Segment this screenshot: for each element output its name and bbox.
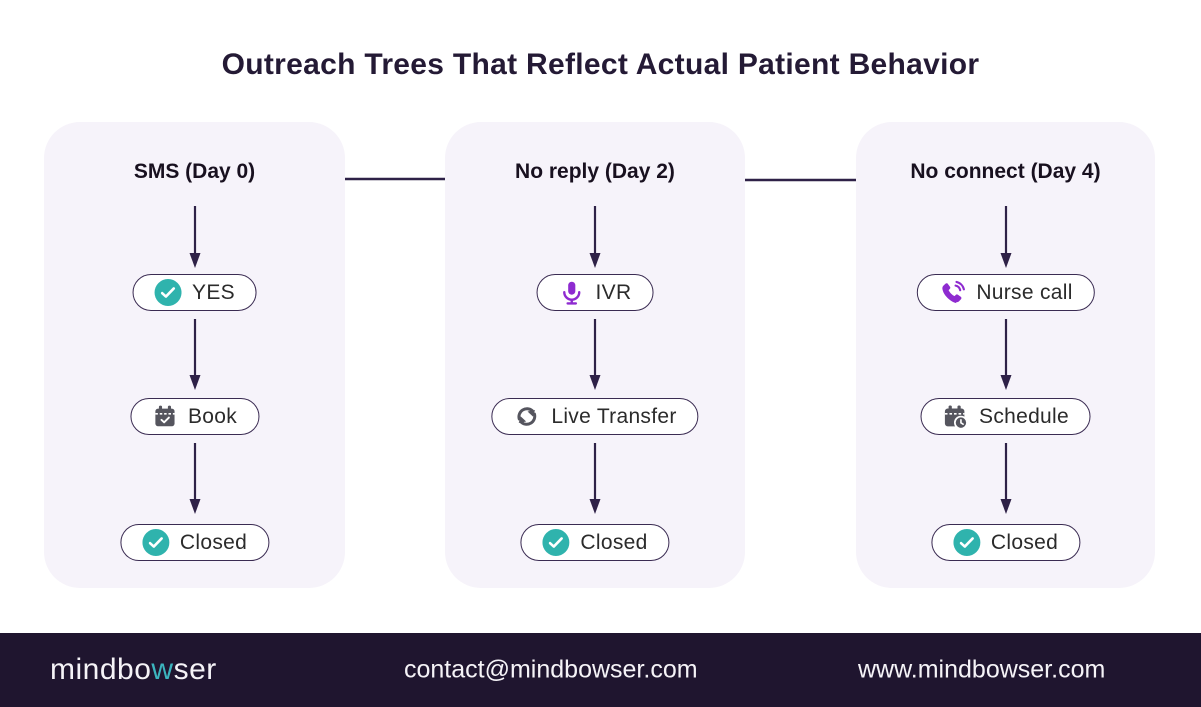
- node-pill-book: Book: [129, 398, 260, 435]
- node-pill-closed: Closed: [930, 524, 1081, 561]
- node-pill-yes: YES: [132, 274, 257, 311]
- node-pill-closed: Closed: [119, 524, 270, 561]
- calendar-clock-icon: [942, 404, 968, 430]
- node-label: Closed: [179, 530, 248, 554]
- contact-email: contact@mindbowser.com: [404, 655, 698, 684]
- footer-bar: mindbowser contact@mindbowser.com www.mi…: [0, 633, 1201, 707]
- node-label: Closed: [580, 530, 648, 554]
- arrow-down-icon: [189, 206, 200, 268]
- arrow-down-icon: [1000, 319, 1011, 390]
- check-circle-icon: [141, 529, 169, 556]
- check-circle-icon: [952, 529, 980, 556]
- logo-text-prefix: mindbo: [50, 653, 152, 686]
- arrow-down-icon: [189, 319, 200, 390]
- node-label: Book: [187, 404, 238, 428]
- check-circle-icon: [542, 529, 570, 556]
- logo-text-accent: w: [151, 653, 174, 686]
- column-no-connect-day4: No connect (Day 4) Nurse call: [856, 122, 1155, 588]
- arrow-down-icon: [589, 443, 601, 514]
- arrow-down-icon: [1000, 443, 1011, 514]
- column-header: No connect (Day 4): [910, 160, 1101, 183]
- column-no-reply-day2: No reply (Day 2) IVR: [445, 122, 745, 588]
- column-header: SMS (Day 0): [133, 160, 256, 183]
- node-label: IVR: [595, 280, 632, 304]
- node-label: YES: [192, 280, 235, 304]
- mindbowser-logo: mindbowser: [50, 653, 217, 687]
- arrow-down-icon: [1000, 206, 1011, 268]
- node-pill-nurse-call: Nurse call: [916, 274, 1095, 311]
- column-sms-day0: SMS (Day 0) YES: [44, 122, 345, 588]
- arrow-down-icon: [589, 206, 601, 268]
- node-pill-live-transfer: Live Transfer: [491, 398, 699, 435]
- page-title: Outreach Trees That Reflect Actual Patie…: [221, 48, 980, 81]
- arrow-down-icon: [189, 443, 200, 514]
- node-pill-closed: Closed: [520, 524, 670, 561]
- logo-text-suffix: ser: [173, 653, 217, 686]
- node-label: Schedule: [979, 404, 1069, 428]
- node-label: Live Transfer: [551, 404, 677, 428]
- node-label: Closed: [990, 530, 1059, 554]
- phone-volume-icon: [938, 279, 965, 306]
- transfer-arrows-icon: [513, 403, 540, 430]
- arrow-down-icon: [589, 319, 601, 390]
- microphone-icon: [559, 280, 585, 306]
- node-pill-ivr: IVR: [536, 274, 654, 311]
- calendar-check-icon: [152, 404, 177, 429]
- column-header: No reply (Day 2): [515, 160, 675, 183]
- node-label: Nurse call: [976, 280, 1073, 304]
- check-circle-icon: [154, 279, 182, 306]
- website-url: www.mindbowser.com: [858, 655, 1106, 684]
- node-pill-schedule: Schedule: [920, 398, 1091, 435]
